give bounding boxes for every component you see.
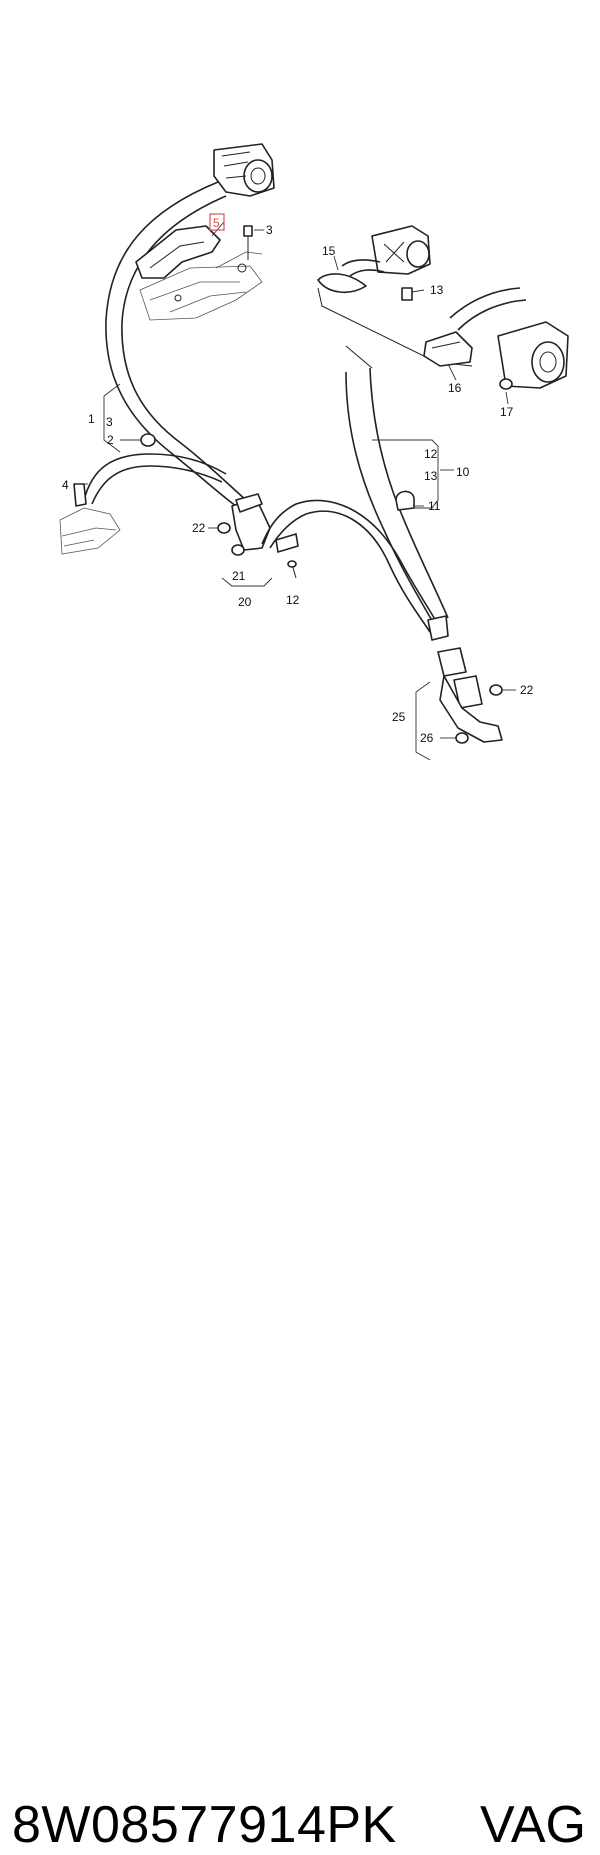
callout-11: 11 xyxy=(428,499,441,513)
guide-16 xyxy=(423,331,473,367)
callout-5-highlight xyxy=(209,213,225,231)
callout-17: 17 xyxy=(500,405,514,419)
callout-3-left: 3 xyxy=(106,415,113,429)
part-number: 8W08577914PK xyxy=(12,1796,397,1854)
callout-22-left: 22 xyxy=(192,521,206,535)
pillar-structure-top xyxy=(139,251,263,321)
caption-bar: 8W08577914PK VAG xyxy=(0,895,600,1854)
callout-20: 20 xyxy=(238,595,252,609)
buckle-assembly-left xyxy=(217,493,297,579)
bracket-10-12-13 xyxy=(372,439,454,509)
callout-4: 4 xyxy=(62,478,69,492)
callout-13-right: 13 xyxy=(424,469,438,483)
callout-22-right: 22 xyxy=(520,683,534,697)
callout-10: 10 xyxy=(456,465,470,479)
callout-12-right: 12 xyxy=(424,447,438,461)
floor-structure-left xyxy=(59,507,121,555)
center-belt xyxy=(261,499,441,633)
right-belt xyxy=(345,367,449,641)
cap-11 xyxy=(395,490,415,511)
bracket-1-3 xyxy=(103,383,121,453)
trim-panel-5 xyxy=(135,225,221,279)
left-belt xyxy=(105,181,247,507)
callout-2: 2 xyxy=(107,433,114,447)
callout-26: 26 xyxy=(420,731,434,745)
callout-25: 25 xyxy=(392,710,406,724)
callout-15: 15 xyxy=(322,244,336,258)
upper-right-retractor xyxy=(317,225,431,301)
callout-13-top: 13 xyxy=(430,283,444,297)
seat-belt-exploded-diagram: 5 3 1 3 2 4 22 21 20 12 15 13 16 17 12 1… xyxy=(59,143,569,761)
callout-3-top: 3 xyxy=(266,223,273,237)
callout-5: 5 xyxy=(213,216,220,230)
callout-1: 1 xyxy=(88,412,95,426)
bolt-3 xyxy=(243,225,253,260)
callout-21: 21 xyxy=(232,569,246,583)
lower-left-belt xyxy=(73,453,227,507)
leader-lines xyxy=(76,221,516,739)
right-retractor xyxy=(449,287,569,390)
brand-name: VAG xyxy=(480,1796,586,1854)
callout-16: 16 xyxy=(448,381,462,395)
callout-12-bottom: 12 xyxy=(286,593,300,607)
upper-retractor xyxy=(213,143,275,197)
cap-2 xyxy=(140,433,156,447)
